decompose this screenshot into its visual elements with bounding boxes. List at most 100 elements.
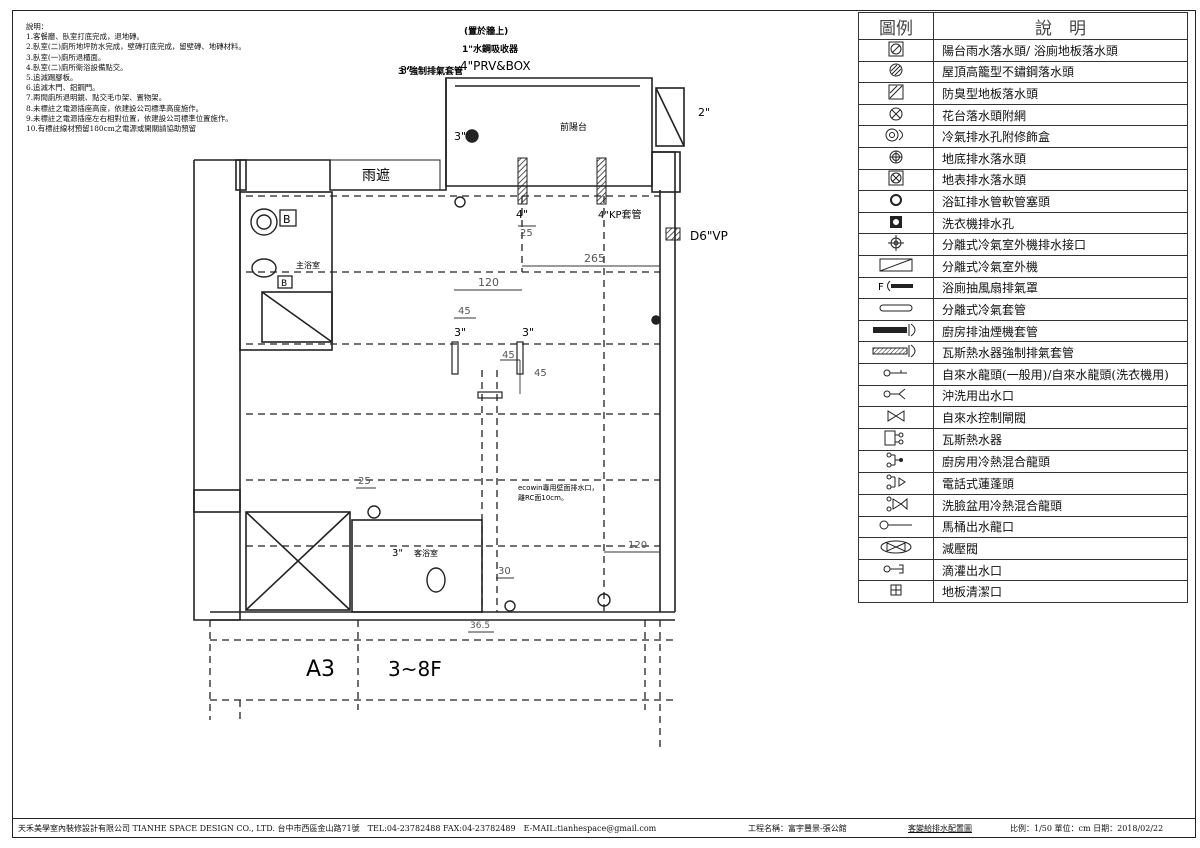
note-item: 10.有標註線材預留180cm之電源或開關請協助預留 (26, 124, 197, 134)
pipe-label: 2" (698, 106, 710, 119)
legend-desc: 馬桶出水龍口 (933, 515, 1188, 539)
ac-sleeve-icon (879, 304, 913, 312)
ac-outdoor-unit-icon (879, 258, 913, 272)
bath-fan-hood-icon: F (878, 280, 913, 293)
dimension-label: 45 (502, 350, 515, 361)
note-item: 8.未標註之電源插座高度，依建設公司標準高度施作。 (26, 103, 204, 113)
legend-desc: 冷氣排水孔附修飾盒 (933, 125, 1188, 148)
legend-desc: 分離式冷氣室外機排水接口 (933, 233, 1188, 256)
legend-desc: 電話式蓮蓬頭 (933, 471, 1188, 495)
dimension-label: 36.5 (470, 621, 490, 631)
washer-drain-icon (465, 129, 479, 143)
company-info: 天禾美學室內裝修設計有限公司 TIANHE SPACE DESIGN CO., … (18, 824, 657, 833)
legend-row: 地底排水落水頭 (858, 146, 1188, 170)
dimension-label: 265 (584, 252, 605, 265)
gas-heater (655, 87, 685, 147)
note-item: 6.追減木門、鋁鋼門。 (26, 83, 100, 93)
kp-pipe (596, 157, 607, 205)
balcony-floor-drain-icon (888, 41, 904, 57)
note-item: 2.臥室(二)廁所地坪防水完成，壁磚打底完成，留壁磚、地磚材料。 (26, 42, 246, 52)
column (235, 159, 247, 191)
shower-icon (886, 474, 906, 490)
faucet-icon (651, 315, 661, 325)
legend-header-symbol: 圖例 (858, 12, 934, 40)
scale-unit-date: 比例：1/50 單位：cm 日期：2018/02/22 (1010, 824, 1164, 833)
planter-drain-icon (889, 107, 903, 121)
floor-drain-icon (367, 505, 381, 519)
pipe-label: 3" (392, 548, 403, 559)
ecowin-note: ecowin專用壁面排水口， (518, 483, 599, 492)
drawing-title: 客變給排水配置圖 (908, 824, 972, 833)
shower-area (261, 291, 333, 343)
b-box-label: B (283, 213, 291, 226)
legend-desc: 沖洗用出水口 (933, 384, 1188, 408)
flush-outlet-icon (883, 388, 906, 400)
ac-outdoor-drain-icon (888, 235, 904, 252)
legend-desc: 洗衣機排水孔 (933, 211, 1188, 235)
shower-area (261, 291, 333, 343)
legend-row: 自來水控制閘閥 (858, 406, 1188, 429)
dimension-label: 120 (478, 276, 499, 289)
legend-desc: 瓦斯熱水器強制排氣套管 (933, 341, 1188, 364)
toilet-icon (251, 258, 277, 278)
project-name: 工程名稱：富宇豐景-張公館 (748, 824, 847, 833)
faucet-icon (883, 369, 907, 377)
canopy (329, 159, 441, 191)
b-box (279, 209, 297, 227)
floor-drain-icon (597, 593, 611, 607)
floor-cleanout-icon (890, 584, 902, 596)
legend-row: 自來水龍頭(一般用)/自來水龍頭(洗衣機用) (858, 362, 1188, 386)
legend-desc: 分離式冷氣室外機 (933, 254, 1188, 278)
legend-desc: 洗臉盆用冷熱混合龍頭 (933, 493, 1188, 517)
legend-desc: 廚房排油煙機套管 (933, 319, 1188, 343)
legend-desc: 屋頂高籠型不鏽鋼落水頭 (933, 60, 1188, 84)
faucet-icon (504, 600, 516, 612)
guest-bath-label: 客浴室 (414, 548, 438, 558)
legend-row: 沖洗用出水口 (858, 384, 1188, 408)
legend-row: 分離式冷氣室外機 (858, 254, 1188, 278)
legend-desc: 地板清潔口 (933, 580, 1188, 604)
floor-label: 3~8F (388, 657, 442, 681)
unit-label: A3 (306, 657, 335, 682)
legend-desc: 廚房用冷熱混合龍頭 (933, 449, 1188, 473)
shaft (245, 511, 351, 611)
pipe-label: D6"VP (690, 229, 728, 243)
legend-row: 陽台雨水落水頭/ 浴廁地板落水頭 (858, 39, 1188, 62)
basin-mixer-icon (886, 496, 908, 512)
gas-heater (655, 87, 685, 147)
drip-outlet-icon (883, 564, 904, 574)
shaft (245, 511, 351, 611)
wall-outline (193, 160, 241, 621)
d6vp-pipe (665, 227, 681, 241)
pipe-label: 3" (454, 130, 466, 143)
bottom-drain-icon (889, 150, 903, 164)
notes-title: 說明： (26, 22, 49, 31)
legend-desc: 陽台雨水落水頭/ 浴廁地板落水頭 (933, 39, 1188, 62)
floor-plan: B B (置於牆上) 1"水鋼吸收器 4"PRV&BOX 3"強制排氣套管 前陽… (193, 25, 728, 752)
legend-row: 洗臉盆用冷熱混合龍頭 (858, 493, 1188, 517)
svg-text:F: F (878, 282, 884, 293)
legend-desc: 花台落水頭附網 (933, 103, 1188, 127)
title-block: 天禾美學室內裝修設計有限公司 TIANHE SPACE DESIGN CO., … (12, 818, 1196, 839)
legend-desc: 浴廁抽風扇排氣罩 (933, 276, 1188, 300)
pipe-label: 4"KP套管 (598, 208, 642, 221)
legend-row: 廚房排油煙機套管 (858, 319, 1188, 343)
legend-row: 瓦斯熱水器 (858, 427, 1188, 451)
legend-row: 冷氣排水孔附修飾盒 (858, 125, 1188, 148)
toilet-icon (426, 567, 446, 593)
kitchen-mixer-icon (886, 452, 903, 468)
surface-drain-icon (888, 170, 904, 186)
legend-row: 地板清潔口 (858, 580, 1188, 604)
legend-desc: 浴缸排水管軟管塞頭 (933, 190, 1188, 213)
anti-odor-drain-icon (888, 84, 904, 100)
legend-desc: 地底排水落水頭 (933, 146, 1188, 170)
legend-desc: 地表排水落水頭 (933, 168, 1188, 192)
note-item: 7.兩間廁所退明鏡、點交毛巾架、置物架。 (26, 93, 167, 103)
dimension-label: 45 (458, 306, 471, 317)
legend-row: 屋頂高籠型不鏽鋼落水頭 (858, 60, 1188, 84)
horizontal-pipe (477, 391, 503, 399)
legend-desc: 瓦斯熱水器 (933, 427, 1188, 451)
vertical-pipe (451, 341, 459, 375)
floor-drain-icon (256, 214, 272, 230)
legend-row: 分離式冷氣套管 (858, 298, 1188, 321)
